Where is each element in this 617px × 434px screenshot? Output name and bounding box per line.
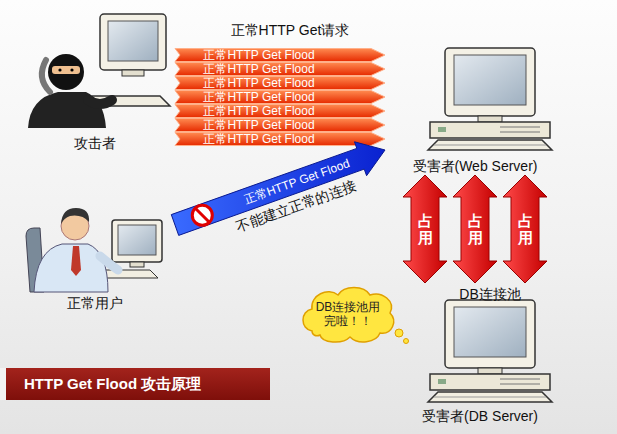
cloud-text: DB连接池用完啦！！ [314, 300, 382, 328]
edge-label-holder: 占用 [418, 213, 433, 246]
normal-request-arrow [171, 142, 385, 236]
user-figure-part [130, 262, 144, 267]
node-label: 正常用户 [67, 295, 123, 312]
occupy-arrow-shape [503, 175, 547, 283]
edge-label-holder: 正常HTTP Get Flood [203, 77, 314, 90]
web-server-node: 受害者(Web Server) [385, 40, 565, 175]
thought-cloud: DB连接池用完啦！！ [298, 283, 398, 345]
web-server-computer-part [428, 48, 552, 150]
attacker-figure-part [108, 21, 158, 61]
arrow-label: 正常HTTP Get Flood [203, 77, 314, 90]
pool-label: DB连接池 [459, 286, 520, 302]
prohibited-slash [195, 208, 209, 222]
user-figure-part [112, 220, 162, 262]
arrow-label: 正常HTTP Get Flood [203, 105, 314, 118]
edge-label-holder: 正常HTTP Get Flood [203, 91, 314, 104]
user-figure-part [100, 256, 118, 270]
flood-arrow-shape [175, 133, 385, 146]
thought-bubbles-part [395, 329, 403, 337]
attacker-figure-part [42, 60, 50, 92]
flood-arrow [175, 119, 385, 132]
edge-label-holder: 正常HTTP Get Flood [203, 133, 314, 146]
flood-arrow-shape [175, 105, 385, 118]
prohibited-sign [192, 205, 212, 225]
thought-bubbles-part [404, 339, 409, 344]
node-label: 攻击者 [74, 135, 116, 152]
edge-label-holder: 占用 [518, 213, 533, 246]
attacker-figure-part [58, 68, 61, 71]
arrow-label: 正常HTTP Get Flood [203, 133, 314, 146]
occupy-arrow-shape [453, 175, 497, 283]
edge-label-holder: 正常HTTP Get Flood [203, 63, 314, 76]
occupy-arrow-shape [403, 175, 447, 283]
occupy-arrow [453, 175, 497, 283]
flood-arrow [175, 133, 385, 146]
db-server-node: 受害者(DB Server) [400, 283, 560, 425]
arrow-label: 正常HTTP Get Flood [203, 91, 314, 104]
thought-bubbles [395, 329, 409, 344]
attacker-figure [28, 14, 170, 128]
arrow-label: 正常HTTP Get Flood [203, 63, 314, 76]
attacker-figure-part [84, 96, 170, 106]
user-figure-part [34, 244, 108, 292]
node-label: 受害者(Web Server) [413, 158, 538, 175]
db-server-computer [428, 300, 552, 402]
user-figure [26, 208, 162, 292]
edge-label-holder: 正常HTTP Get Flood [203, 119, 314, 132]
occupy-label: 占用 [518, 213, 533, 246]
occupy-label: 占用 [468, 213, 483, 246]
diagram-title: HTTP Get Flood 攻击原理 [6, 375, 201, 394]
edge-label-holder: 正常HTTP Get Flood [203, 49, 314, 62]
user-figure-part [61, 208, 89, 224]
flood-arrow-shape [175, 91, 385, 104]
title-bar: HTTP Get Flood 攻击原理 [0, 368, 270, 400]
user-figure-part [71, 246, 81, 276]
cloud-shape [303, 288, 394, 343]
occupy-arrow [403, 175, 447, 283]
label-holder: DB连接池 [459, 286, 520, 302]
edge-label-holder: 正常HTTP Get Flood [203, 105, 314, 118]
occupy-label: 占用 [418, 213, 433, 246]
arrow-label: 正常HTTP Get Flood [203, 119, 314, 132]
db-server-computer-part [428, 300, 552, 402]
normal-request-arrow-shape [171, 142, 385, 236]
flood-arrow [175, 77, 385, 90]
arrow-label: 正常HTTP Get Flood [203, 49, 314, 62]
attacker-figure-part [28, 92, 106, 128]
web-server-computer [428, 48, 552, 150]
attacker-figure-part [48, 54, 84, 90]
user-figure-part [118, 225, 156, 255]
attacker-figure-part [52, 66, 80, 74]
flood-arrow [175, 63, 385, 76]
prohibited-ring [192, 205, 212, 225]
attacker-figure-part [100, 14, 166, 70]
occupy-arrow [503, 175, 547, 283]
attacker-figure-part [70, 68, 73, 71]
flood-arrow [175, 49, 385, 62]
flood-arrow-shape [175, 119, 385, 132]
node-label: 受害者(DB Server) [422, 408, 538, 425]
edge-label-holder: 占用 [468, 213, 483, 246]
flood-arrow-shape [175, 49, 385, 62]
label-holder: 正常HTTP Get请求 [231, 22, 350, 38]
flood-arrow-shape [175, 63, 385, 76]
flood-arrow [175, 91, 385, 104]
flood-arrow [175, 105, 385, 118]
attacker-figure-part [88, 100, 112, 104]
flood-arrow-shape [175, 77, 385, 90]
attacker-figure-part [122, 70, 144, 76]
user-node: 正常用户 [15, 195, 175, 312]
request-caption: 正常HTTP Get请求 [231, 22, 350, 38]
attacker-node: 攻击者 [15, 10, 175, 152]
